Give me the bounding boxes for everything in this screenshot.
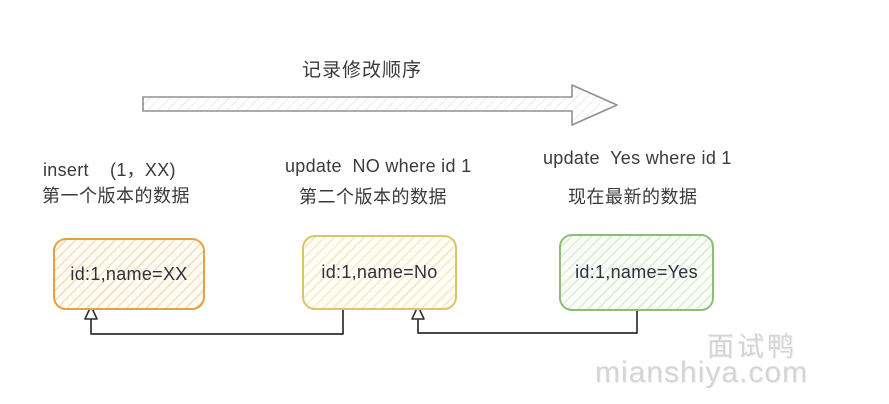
caption-label-v3: 现在最新的数据 [568,187,698,207]
watermark-brand: 面试鸭 [707,332,797,362]
connector-v3-to-v2 [417,311,638,334]
operation-label-v3: update Yes where id 1 [543,148,732,168]
operation-label-v2: update NO where id 1 [285,156,472,176]
watermark-domain: mianshiya.com [595,356,809,389]
record-box-v1: id:1,name=XX [53,238,205,310]
connector-v2-to-v1 [90,310,344,335]
record-box-v3: id:1,name=Yes [559,234,714,311]
caption-label-v1: 第一个版本的数据 [42,186,190,206]
diagram-title: 记录修改顺序 [302,60,423,81]
record-text-v2: id:1,name=No [321,262,438,282]
record-box-v2: id:1,name=No [302,235,457,310]
record-text-v3: id:1,name=Yes [575,262,698,282]
flow-direction-arrow [142,84,618,126]
operation-label-v1: insert (1，XX) [43,160,176,180]
caption-label-v2: 第二个版本的数据 [299,187,447,207]
record-text-v1: id:1,name=XX [70,263,188,284]
